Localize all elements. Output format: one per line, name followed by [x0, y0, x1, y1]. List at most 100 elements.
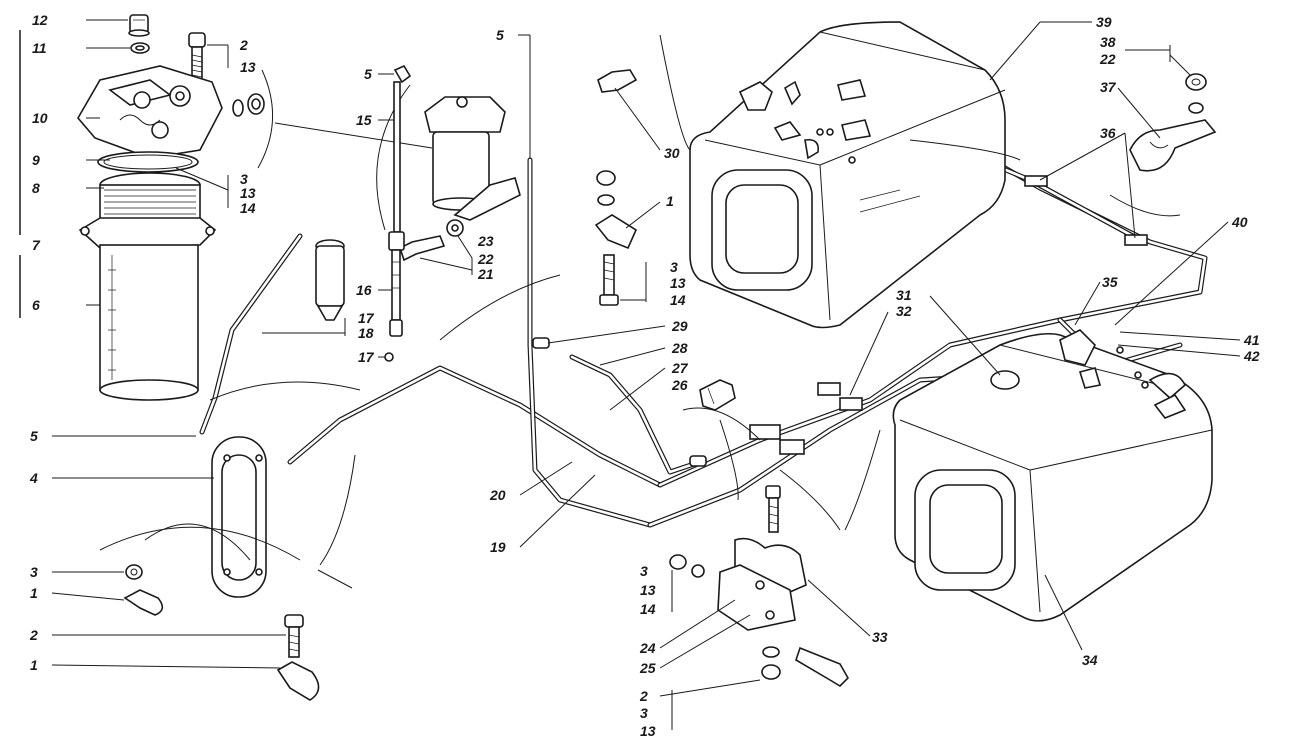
- label-8: 8: [32, 180, 40, 196]
- label-3a: 3: [30, 564, 38, 580]
- label-28: 28: [671, 340, 688, 356]
- leader-24: [659, 599, 736, 649]
- label-30: 30: [664, 145, 680, 161]
- sector-arc-lower-left-3: [317, 569, 353, 589]
- sector-arc-mid-left-2: [319, 454, 356, 566]
- label-9: 9: [32, 152, 40, 168]
- gasket-9-part: [97, 151, 199, 173]
- sector-arc-fitting-26: [682, 407, 761, 441]
- label-34: 34: [1082, 652, 1098, 668]
- leader-31: [929, 295, 1001, 376]
- label-5c: 5: [30, 428, 38, 444]
- leader-40: [1114, 221, 1229, 326]
- label-41: 41: [1243, 332, 1260, 348]
- leader-1b: [51, 592, 125, 601]
- label-13a: 13: [240, 59, 256, 75]
- label-3c: 3: [670, 259, 678, 275]
- callout-labels: 12 11 10 9 8 7 6 2 13 3 13 14 5 15 16 17…: [29, 12, 1260, 739]
- label-6: 6: [32, 297, 40, 313]
- label-21: 21: [477, 266, 494, 282]
- leader-42: [1117, 344, 1241, 357]
- label-13d: 13: [640, 582, 656, 598]
- label-2b: 2: [29, 627, 38, 643]
- label-7: 7: [32, 237, 41, 253]
- leader-1c: [51, 664, 281, 669]
- label-20: 20: [489, 487, 506, 503]
- label-14d: 14: [640, 601, 656, 617]
- clip-4-part: [211, 436, 267, 598]
- label-22a: 22: [477, 251, 494, 267]
- label-39: 39: [1096, 14, 1112, 30]
- label-2c: 2: [639, 688, 648, 704]
- fitting-30-part: [597, 69, 661, 151]
- label-18: 18: [358, 325, 374, 341]
- leader-34: [1044, 574, 1083, 651]
- label-31: 31: [896, 287, 912, 303]
- label-1c: 1: [30, 657, 38, 673]
- label-40: 40: [1231, 214, 1248, 230]
- label-24: 24: [639, 640, 656, 656]
- label-33: 33: [872, 629, 888, 645]
- filter-head-10-part: [77, 65, 265, 168]
- label-1a: 1: [666, 193, 674, 209]
- label-10: 10: [32, 110, 48, 126]
- bolt-3-13-14-part: [599, 254, 647, 306]
- label-3e: 3: [640, 705, 648, 721]
- clamp-1-part-a: [123, 589, 164, 616]
- fuel-filter-assembly: [19, 14, 274, 401]
- fine-filter-assembly: [274, 84, 521, 275]
- label-14b: 14: [240, 200, 256, 216]
- label-36: 36: [1100, 125, 1116, 141]
- label-4: 4: [29, 470, 38, 486]
- filter-housing-6-part: [78, 217, 217, 401]
- label-14c: 14: [670, 292, 686, 308]
- label-29: 29: [671, 318, 688, 334]
- fuel-tank-lower: [779, 329, 1213, 622]
- label-32: 32: [896, 303, 912, 319]
- label-2a: 2: [239, 37, 248, 53]
- bracket-24-25-33-part: [669, 485, 849, 688]
- label-13c: 13: [670, 275, 686, 291]
- leader-2c: [659, 679, 761, 697]
- sector-arc-lower-left-2: [99, 526, 301, 561]
- clip-37-part: [1117, 87, 1217, 172]
- label-5b: 5: [496, 27, 504, 43]
- label-35: 35: [1102, 274, 1118, 290]
- leader-36a: [1039, 132, 1126, 181]
- leader-41: [1119, 331, 1241, 341]
- rod-15-16-part: [378, 64, 412, 337]
- leader-39b: [989, 21, 1041, 81]
- label-17a: 17: [358, 310, 375, 326]
- washer-11-part: [130, 42, 150, 54]
- label-38: 38: [1100, 34, 1116, 50]
- leader-26-arc: [719, 419, 739, 501]
- fuel-tank-upper: [659, 21, 1021, 329]
- leader-29: [547, 325, 666, 344]
- leader-32: [849, 311, 889, 396]
- label-13b: 13: [240, 185, 256, 201]
- leader-27: [609, 367, 666, 411]
- nut-38-part: [1125, 45, 1207, 114]
- label-26: 26: [671, 377, 688, 393]
- label-27: 27: [671, 360, 689, 376]
- sector-arc-center: [439, 274, 561, 341]
- label-22b: 22: [1099, 51, 1116, 67]
- leader-33: [807, 579, 871, 637]
- clamp-1-part-b: [276, 661, 320, 701]
- label-25: 25: [639, 660, 656, 676]
- leader-28: [599, 347, 666, 366]
- label-13e: 13: [640, 723, 656, 739]
- plug-12-part: [128, 14, 150, 37]
- leader-20: [519, 461, 573, 496]
- leader-36b: [1124, 132, 1136, 239]
- label-15: 15: [356, 112, 372, 128]
- label-12: 12: [32, 12, 48, 28]
- label-3b: 3: [240, 171, 248, 187]
- leader-35: [1074, 281, 1101, 326]
- label-23: 23: [477, 233, 494, 249]
- sector-arc-mid-left: [209, 381, 361, 401]
- label-42: 42: [1243, 348, 1260, 364]
- label-3d: 3: [640, 563, 648, 579]
- leader-19: [519, 474, 596, 548]
